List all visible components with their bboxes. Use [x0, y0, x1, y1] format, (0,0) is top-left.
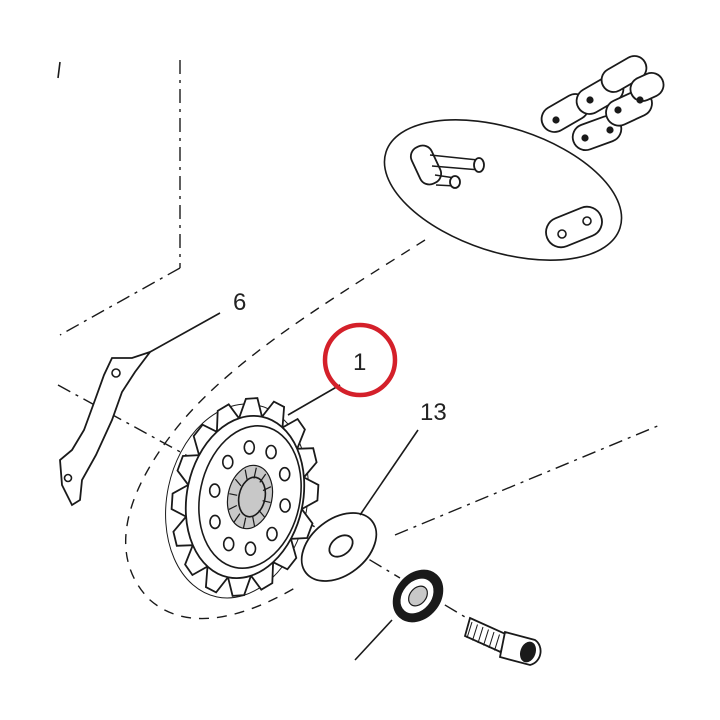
chain-guard-plate	[59, 350, 153, 507]
guard-plate-hole	[63, 473, 73, 483]
spline-tooth	[233, 513, 241, 523]
drive-chain	[540, 55, 665, 152]
chain-link-detail	[383, 119, 623, 261]
link-plate	[409, 144, 443, 186]
chain-link-6	[629, 71, 665, 103]
nut-bore	[408, 585, 428, 607]
bolt-thread	[483, 629, 489, 646]
chain-roller	[581, 134, 589, 142]
bolt-thread	[494, 634, 500, 651]
bolt-thread	[472, 624, 478, 641]
bolt-thread	[488, 631, 495, 649]
chain-roller	[614, 106, 622, 114]
leader-line-nut	[354, 619, 393, 661]
sprocket-washer	[300, 512, 378, 582]
bolt-hex-socket	[519, 641, 537, 663]
chain-cover-outline	[124, 239, 426, 620]
sprocket-hole	[244, 541, 257, 557]
sprocket-lightening-holes	[208, 440, 291, 557]
sprocket-spline-teeth	[228, 467, 272, 529]
part-number-1: 1	[353, 349, 366, 376]
guard-plate-hole	[111, 368, 121, 378]
chain-roller	[636, 96, 644, 104]
pin-upper-edge	[431, 165, 481, 171]
guard-plate-body	[59, 350, 153, 507]
front-sprocket	[165, 397, 320, 599]
spline-tooth	[262, 486, 272, 492]
part-number-6: 6	[233, 289, 246, 316]
side-plate-body	[545, 205, 603, 249]
spline-tooth	[252, 516, 256, 527]
chain-roller	[606, 126, 614, 134]
spline-tooth	[228, 504, 238, 510]
master-link-pins	[409, 144, 485, 189]
sprocket-face-rim	[198, 425, 302, 569]
axis-centerline-mid	[269, 499, 401, 579]
bolt-thread	[466, 621, 473, 639]
chain-roller	[586, 96, 594, 104]
pin-upper	[429, 154, 479, 161]
spline-tooth	[229, 493, 238, 496]
axis-centerline-left	[57, 384, 196, 461]
sprocket-hole	[208, 483, 221, 498]
sprocket-hole	[222, 536, 235, 552]
sprocket-bore	[237, 476, 267, 518]
bolt-thread	[477, 626, 484, 644]
side-plate	[545, 205, 603, 249]
sprocket-hole	[266, 526, 278, 542]
washer-hole	[328, 534, 354, 558]
leader-line-1	[287, 384, 341, 416]
chain-link-5	[600, 55, 648, 93]
part-number-13: 13	[420, 399, 447, 426]
pin-upper-end	[473, 157, 485, 173]
detail-ellipse	[383, 119, 623, 261]
sprocket-bolt	[463, 616, 542, 666]
sprocket-hole	[243, 440, 256, 455]
pin-lower-end	[449, 175, 461, 189]
leader-lines	[149, 312, 419, 661]
sprocket-hole	[209, 514, 221, 530]
side-plate-hole-2	[582, 216, 592, 226]
leader-line-6	[149, 312, 221, 353]
spline-tooth	[244, 469, 248, 480]
leader-line-13	[359, 429, 419, 516]
sprocket-hole	[279, 498, 291, 513]
axis-centerline-far	[394, 424, 661, 536]
side-plate-hole-1	[557, 229, 567, 239]
frame-tick	[57, 61, 61, 79]
highlight-circle-part-1	[322, 322, 398, 398]
sprocket-hole	[265, 444, 277, 460]
sprocket-hole	[222, 454, 234, 470]
chain-roller	[552, 116, 560, 124]
sprocket-hole	[278, 466, 291, 482]
lock-nut	[392, 569, 444, 623]
spline-tooth	[234, 478, 242, 487]
spline-tooth	[242, 517, 247, 529]
frame-diagonal-centerline	[59, 267, 181, 336]
